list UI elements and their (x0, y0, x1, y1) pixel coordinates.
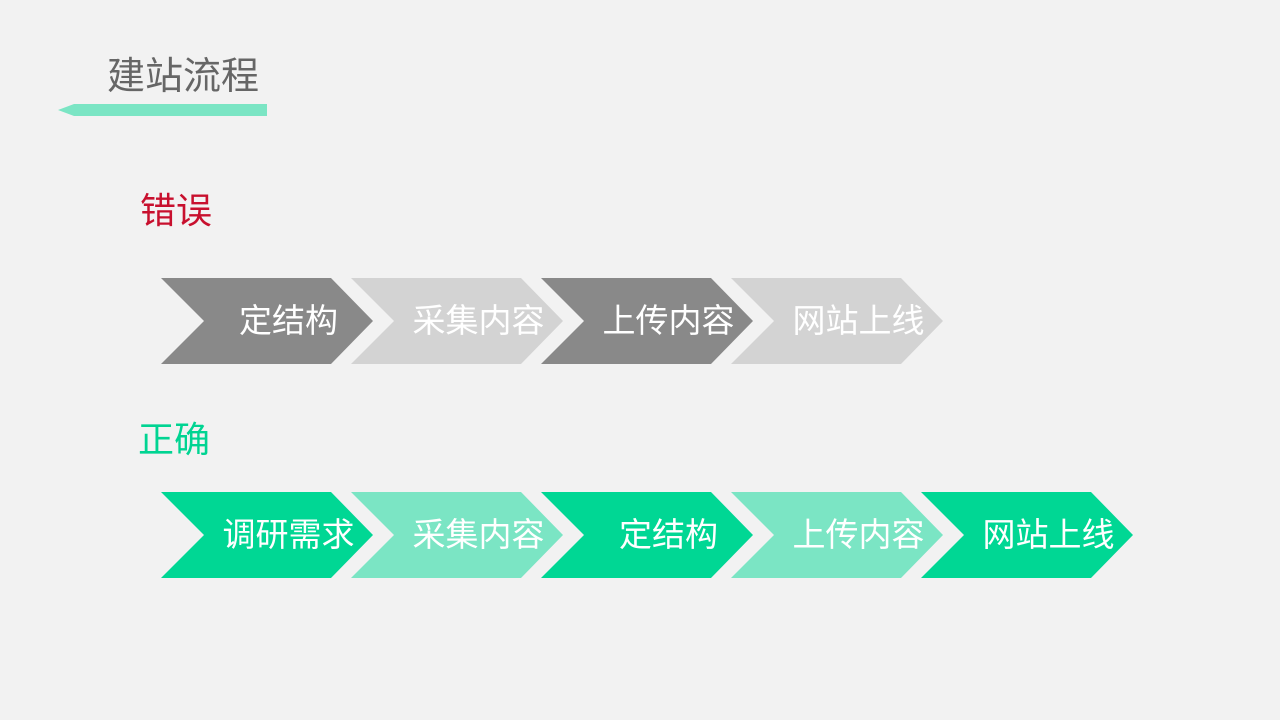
step-label: 上传内容 (792, 515, 925, 554)
wrong-step-4: 网站上线 (731, 278, 943, 364)
chevron-shape (921, 492, 1133, 578)
wrong-step-2: 采集内容 (351, 278, 563, 364)
right-step-4: 上传内容 (731, 492, 943, 578)
right-step-2: 采集内容 (351, 492, 563, 578)
step-label: 网站上线 (982, 515, 1115, 554)
step-label: 上传内容 (602, 301, 735, 340)
wrong-step-3: 上传内容 (541, 278, 753, 364)
chevron-shape (541, 492, 753, 578)
step-label: 调研需求 (222, 515, 355, 554)
right-step-1: 调研需求 (161, 492, 373, 578)
chevron-shape (541, 278, 753, 364)
step-label: 定结构 (239, 301, 338, 340)
chevron-shape (161, 492, 373, 578)
page-title: 建站流程 (107, 54, 260, 98)
correct-label: 正确 (138, 420, 211, 461)
chevron-shape (351, 278, 563, 364)
step-label: 定结构 (619, 515, 718, 554)
chevron-shape (731, 278, 943, 364)
wrong-step-1: 定结构 (161, 278, 373, 364)
wrong-process-row: 定结构 采集内容 上传内容 网站上线 (0, 278, 1280, 368)
chevron-shape (351, 492, 563, 578)
chevron-shape (731, 492, 943, 578)
step-label: 采集内容 (412, 301, 545, 340)
step-label: 网站上线 (792, 301, 925, 340)
right-step-3: 定结构 (541, 492, 753, 578)
title-underline-arrow (58, 104, 267, 116)
chevron-shape (161, 278, 373, 364)
step-label: 采集内容 (412, 515, 545, 554)
correct-process-row: 调研需求 采集内容 定结构 上传内容 网站上线 (0, 492, 1280, 582)
right-step-5: 网站上线 (921, 492, 1133, 578)
wrong-label: 错误 (140, 191, 213, 232)
